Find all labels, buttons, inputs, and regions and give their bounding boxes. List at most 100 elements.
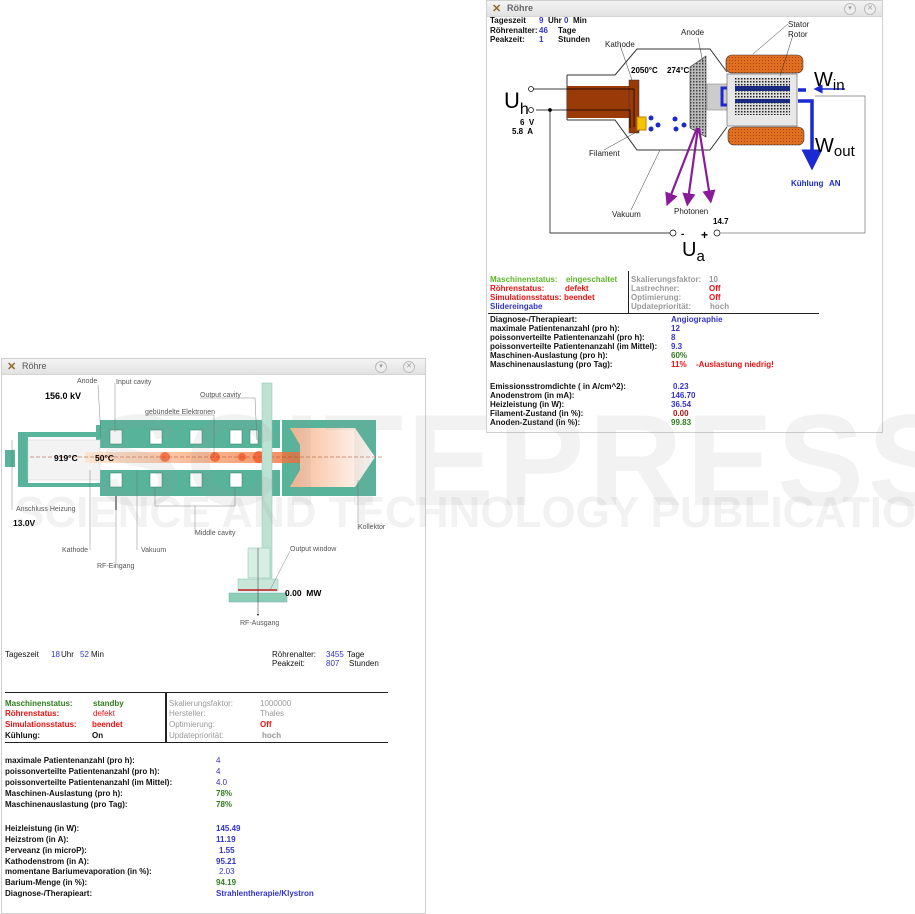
machine-status-label: Maschinenstatus:: [5, 699, 73, 708]
metric-label: Heizleistung (in W):: [490, 400, 565, 409]
info-label: Maschinen-Auslastung (pro h):: [490, 351, 608, 360]
metric-label: Diagnose-/Therapieart:: [5, 889, 93, 898]
hour-unit: Uhr: [548, 16, 562, 25]
minimize-button[interactable]: ▾: [375, 361, 387, 373]
metric-value: 94.19: [216, 878, 237, 887]
tube-age-label: Röhrenalter:: [490, 26, 538, 35]
update-priority-value: hoch: [710, 302, 730, 311]
simulation-status-value: beendet: [564, 293, 595, 302]
close-button[interactable]: ✕: [864, 3, 876, 15]
machine-status-value: standby: [93, 699, 124, 708]
tube-status-value: defekt: [93, 709, 115, 718]
peak-time-unit: Stunden: [349, 659, 379, 668]
metric-value: 2.03: [219, 867, 235, 876]
daytime-minute: 0: [564, 16, 569, 25]
status-divider: [628, 271, 629, 313]
tube-age-label: Röhrenalter:: [272, 650, 317, 659]
title-bar[interactable]: ✕ Röhre ▾ ✕: [487, 1, 882, 17]
info-label: Diagnose-/Therapieart:: [490, 315, 578, 324]
tube-status-label: Röhrenstatus:: [490, 284, 545, 293]
optimization-value: Off: [260, 720, 272, 729]
title-bar[interactable]: ✕ Röhre ▾ ✕: [2, 359, 425, 375]
optimization-label: Optimierung:: [631, 293, 682, 302]
tube-status-value: defekt: [565, 284, 589, 293]
info-label: poissonverteilte Patientenanzahl (pro h)…: [490, 333, 645, 342]
machine-status-label: Maschinenstatus:: [490, 275, 558, 284]
manufacturer-label: Hersteller:: [169, 709, 206, 718]
optimization-label: Optimierung:: [169, 720, 215, 729]
metric-value: 0.00: [673, 409, 689, 418]
daytime-label: Tageszeit: [490, 16, 526, 25]
info-value: 9.3: [671, 342, 683, 351]
info-value: 78%: [216, 789, 233, 798]
minute-unit: Min: [91, 650, 104, 659]
info-label: poissonverteilte Patientenanzahl (pro h)…: [5, 767, 160, 776]
machine-status-value: eingeschaltet: [566, 275, 618, 284]
scaling-factor-label: Skalierungsfaktor:: [169, 699, 234, 708]
peak-time-label: Peakzeit:: [490, 35, 525, 44]
peak-time-label: Peakzeit:: [272, 659, 305, 668]
daytime-minute: 52: [80, 650, 89, 659]
info-label: Maschinenauslastung (pro Tag):: [5, 800, 128, 809]
update-priority-label: Updatepriorität:: [169, 731, 224, 740]
update-priority-label: Updatepriorität:: [631, 302, 691, 311]
metric-label: Emissionsstromdichte ( in A/cm^2):: [490, 382, 626, 391]
app-logo-icon: ✕: [492, 3, 502, 15]
tube-age-unit: Tage: [558, 26, 577, 35]
utilization-warning: -Auslastung niedrig!: [696, 360, 774, 369]
metric-label: Filament-Zustand (in %):: [490, 409, 584, 418]
metric-value: 36.54: [671, 400, 692, 409]
minute-unit: Min: [573, 16, 587, 25]
info-value: 12: [671, 324, 680, 333]
daytime-hour: 18: [51, 650, 60, 659]
metric-label: Heizstrom (in A):: [5, 835, 69, 844]
close-button[interactable]: ✕: [403, 361, 415, 373]
info-value: Angiographie: [671, 315, 723, 324]
cooling-value: On: [92, 731, 104, 740]
metric-label: Heizleistung (in W):: [5, 824, 80, 833]
simulation-status-label: Simulationsstatus:: [490, 293, 562, 302]
daytime-hour: 9: [539, 16, 544, 25]
tube-age-value: 46: [539, 26, 548, 35]
info-label: poissonverteilte Patientenanzahl (im Mit…: [490, 342, 658, 351]
info-label: Maschinenauslastung (pro Tag):: [490, 360, 613, 369]
metric-value: 11.19: [216, 835, 236, 844]
update-priority-value: hoch: [262, 731, 282, 740]
metric-value: 99.83: [671, 418, 692, 427]
metric-value: Strahlentherapie/Klystron: [216, 889, 314, 898]
metric-value: 95.21: [216, 857, 237, 866]
status-separator-top: [5, 692, 388, 693]
info-label: Maschinen-Auslastung (pro h):: [5, 789, 123, 798]
simulation-status-label: Simulationsstatus:: [5, 720, 77, 729]
info-label: maximale Patientenanzahl (pro h):: [490, 324, 620, 333]
status-divider: [165, 692, 167, 743]
metric-label: Anodenstrom (in mA):: [490, 391, 575, 400]
tube-age-unit: Tage: [347, 650, 365, 659]
metric-label: Anoden-Zustand (in %):: [490, 418, 581, 427]
slider-input-link[interactable]: Slidereingabe: [490, 302, 543, 311]
peak-time-unit: Stunden: [558, 35, 590, 44]
minimize-button[interactable]: ▾: [844, 3, 856, 15]
tube-age-value: 3455: [326, 650, 344, 659]
info-value: 4: [216, 756, 221, 765]
simulation-status-value: beendet: [92, 720, 123, 729]
manufacturer-value: Thales: [260, 709, 285, 718]
window-title: Röhre: [507, 3, 534, 13]
scaling-factor-value: 1000000: [260, 699, 292, 708]
app-logo-icon: ✕: [7, 361, 17, 373]
hour-unit: Uhr: [61, 650, 74, 659]
info-value: 4: [216, 767, 221, 776]
cooling-label: Kühlung:: [5, 731, 41, 740]
metric-label: Kathodenstrom (in A):: [5, 857, 90, 866]
optimization-value: Off: [709, 293, 721, 302]
load-calculator-value: Off: [709, 284, 721, 293]
info-label: maximale Patientenanzahl (pro h):: [5, 756, 135, 765]
load-calculator-label: Lastrechner:: [631, 284, 680, 293]
status-separator: [488, 313, 819, 314]
metric-value: 0.23: [673, 382, 689, 391]
metric-value: 146.70: [671, 391, 696, 400]
peak-time-value: 807: [326, 659, 340, 668]
metric-label: Perveanz (in microP):: [5, 846, 87, 855]
info-value: 4.0: [216, 778, 228, 787]
scaling-factor-value: 10: [709, 275, 718, 284]
